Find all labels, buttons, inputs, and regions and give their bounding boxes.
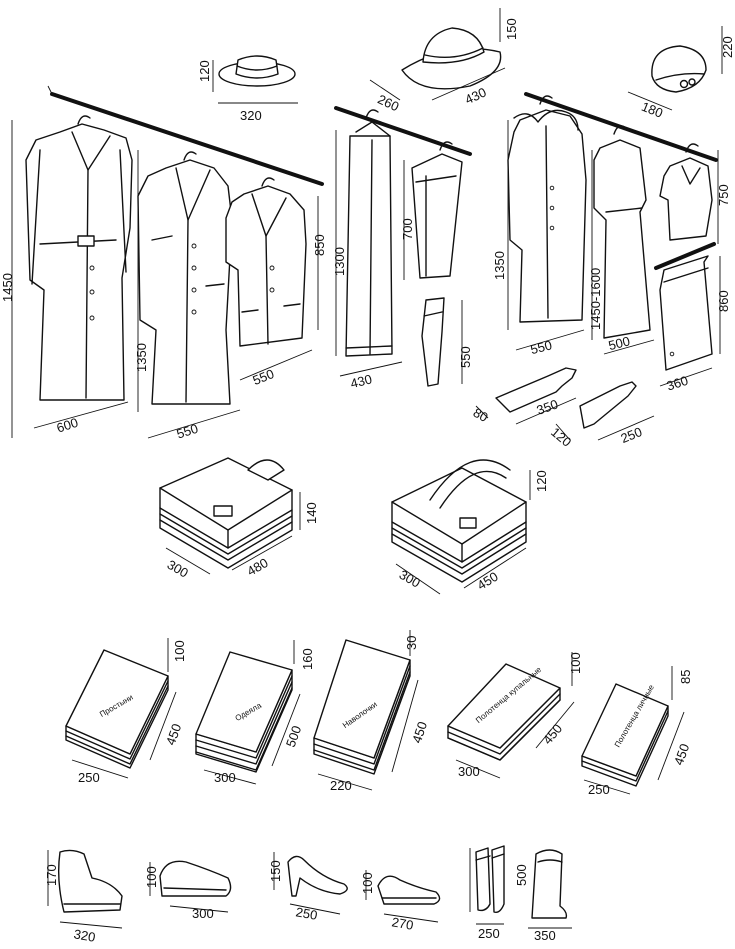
sheets-length: 450 <box>163 722 185 748</box>
tie-height: 550 <box>458 346 473 368</box>
shoe-tall-boots: 500 250 <box>469 845 529 941</box>
linen-pillowcases: Наволочки 30 450 220 <box>313 630 430 793</box>
boot-short-height: 170 <box>44 864 59 886</box>
cap-height: 220 <box>720 36 735 58</box>
flat-length: 270 <box>391 914 415 933</box>
tall-boots-length: 250 <box>478 926 500 941</box>
rail-women: 1350 550 1450-1600 500 750 860 360 <box>492 92 731 394</box>
linen-sheets: Простыни 100 450 250 <box>65 638 187 785</box>
glove-1-width: 80 <box>471 405 491 425</box>
gloves: 80 350 120 250 <box>471 367 655 450</box>
blouse-height: 750 <box>716 184 731 206</box>
shoe-felt-boot: 350 <box>528 849 572 943</box>
rail-trousers: 1300 430 700 550 <box>332 106 473 391</box>
shirt-2-height: 120 <box>534 470 549 492</box>
heel-length: 250 <box>295 904 319 923</box>
linen-blankets: Одеяла 160 500 300 <box>195 640 315 785</box>
cap-width: 180 <box>639 99 665 121</box>
hat-1-width: 320 <box>240 108 262 123</box>
overcoat-width: 550 <box>175 421 200 442</box>
jacket <box>225 177 307 347</box>
linen-bath-towels: Полотенца купальные 100 450 300 <box>447 652 583 779</box>
hat-2-depth: 260 <box>375 91 401 114</box>
sheets-width: 250 <box>78 770 100 785</box>
blankets-length: 500 <box>283 724 305 750</box>
dress-width: 500 <box>607 333 632 353</box>
women-coat <box>507 95 587 323</box>
dress <box>593 125 651 339</box>
jacket-width: 550 <box>250 366 276 388</box>
skirt-width: 360 <box>665 373 690 394</box>
blankets-height: 160 <box>300 648 315 670</box>
skirt-height: 860 <box>716 290 731 312</box>
flat-height: 100 <box>360 872 375 894</box>
overcoat-height: 1350 <box>134 343 149 372</box>
loafer-length: 300 <box>192 906 214 921</box>
shoe-flat: 100 270 <box>360 870 441 933</box>
bath-towels-height: 100 <box>568 652 583 674</box>
rail-men: 1450 600 1350 550 850 550 <box>0 85 327 442</box>
shirt-stack-2: 300 450 120 <box>391 459 549 595</box>
shirt-2-depth: 300 <box>397 567 423 591</box>
hat-fedora: 260 430 150 <box>369 8 519 114</box>
hat-2-width: 430 <box>463 84 489 107</box>
shirt-1-width: 480 <box>244 555 270 579</box>
trousers-width: 430 <box>349 371 374 391</box>
bath-towels-length: 450 <box>540 721 565 747</box>
heel-height: 150 <box>268 860 283 882</box>
hand-towels-width: 250 <box>588 782 610 797</box>
blankets-width: 300 <box>214 770 236 785</box>
hat-1-height: 120 <box>197 60 212 82</box>
felt-boot-length: 350 <box>534 928 556 943</box>
tall-boots-height: 500 <box>514 864 529 886</box>
hand-towels-height: 85 <box>678 670 693 684</box>
skirt <box>659 255 713 371</box>
long-coat-height: 1450 <box>0 273 15 302</box>
boot-short-length: 320 <box>73 926 97 945</box>
pillowcases-length: 450 <box>409 720 430 745</box>
glove-2-width: 120 <box>548 424 574 449</box>
linen-hand-towels: Полотенца личные 85 450 250 <box>581 666 693 797</box>
tie <box>421 297 445 387</box>
long-coat-width: 600 <box>55 415 80 436</box>
blouse <box>659 143 713 241</box>
folded-trousers-height: 700 <box>400 218 415 240</box>
cap: 180 220 <box>627 26 735 121</box>
hat-boater: 120 320 <box>197 55 298 123</box>
jacket-height: 850 <box>312 234 327 256</box>
shoe-boot-short: 170 320 <box>44 849 123 945</box>
glove-1-length: 350 <box>535 396 561 418</box>
hand-towels-length: 450 <box>671 742 693 768</box>
trousers-hanging <box>345 109 393 357</box>
sheets-height: 100 <box>172 640 187 662</box>
overcoat <box>137 151 233 405</box>
loafer-height: 100 <box>144 866 159 888</box>
women-coat-width: 550 <box>529 337 554 357</box>
hat-2-height: 150 <box>504 18 519 40</box>
glove-2-length: 250 <box>618 424 644 446</box>
bath-towels-width: 300 <box>458 764 480 779</box>
shoe-loafer: 100 300 <box>144 860 232 921</box>
long-coat <box>25 115 133 401</box>
dress-height: 1450-1600 <box>588 268 603 330</box>
shirt-stack-1: 300 480 140 <box>159 457 319 581</box>
shirt-1-height: 140 <box>304 502 319 524</box>
trousers-height: 1300 <box>332 247 347 276</box>
women-coat-height: 1350 <box>492 251 507 280</box>
trousers-folded <box>411 141 463 279</box>
pillowcases-height: 30 <box>404 636 419 650</box>
pillowcases-width: 220 <box>330 778 352 793</box>
shoe-heel: 150 250 <box>268 852 348 923</box>
